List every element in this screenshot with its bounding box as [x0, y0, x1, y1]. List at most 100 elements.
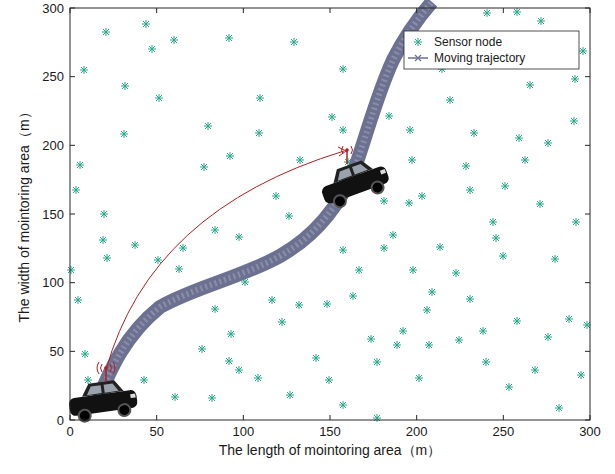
trajectory-markers	[97, 2, 432, 402]
sensor-node	[536, 200, 544, 208]
sensor-node	[140, 376, 148, 384]
sensor-node	[339, 401, 347, 409]
sensor-node	[80, 66, 88, 74]
sensor-node	[571, 75, 579, 83]
sensor-node	[254, 374, 262, 382]
sensor-node	[296, 156, 304, 164]
sensor-node	[286, 391, 294, 399]
sensor-node	[415, 374, 423, 382]
sensor-node	[565, 315, 573, 323]
x-tick-label: 100	[232, 425, 254, 438]
sensor-node	[555, 404, 563, 412]
sensor-node	[470, 129, 478, 137]
sensor-node	[544, 333, 552, 341]
sensor-node	[515, 134, 523, 142]
sensor-node	[428, 288, 436, 296]
sensor-node	[312, 354, 320, 362]
sensor-node	[482, 358, 490, 366]
sensor-node	[579, 47, 587, 55]
sensor-node	[452, 269, 460, 277]
sensor-node	[544, 139, 552, 147]
sensor-node	[84, 376, 92, 384]
x-tick-label: 250	[492, 425, 514, 438]
y-tick-label: 250	[42, 70, 64, 83]
sensor-node	[323, 300, 331, 308]
sensor-node	[208, 394, 216, 402]
sensor-node	[170, 36, 178, 44]
sensor-node	[67, 266, 75, 274]
sensor-node	[81, 350, 89, 358]
sensor-node	[225, 34, 233, 42]
car-icon	[67, 377, 139, 423]
legend-label: Sensor node	[434, 36, 502, 48]
sensor-node	[380, 244, 388, 252]
sensor-node	[225, 357, 233, 365]
sensor-node	[179, 244, 187, 252]
sensor-node	[367, 335, 375, 343]
sensor-node	[148, 45, 156, 53]
sensor-node	[226, 152, 234, 160]
sensor-node	[349, 292, 357, 300]
sensor-node	[290, 38, 298, 46]
sensor-node	[74, 296, 82, 304]
axis-title: The length of mointoring area（m）	[219, 443, 442, 457]
sensor-node	[531, 366, 539, 374]
sensor-node	[121, 82, 129, 90]
sensor-node	[446, 96, 454, 104]
y-tick-label: 200	[42, 139, 64, 152]
sensor-node	[272, 192, 280, 200]
sensor-node	[373, 358, 381, 366]
sensor-node	[572, 218, 580, 226]
sensor-node	[373, 414, 381, 422]
sensor-node	[436, 243, 444, 251]
sensor-node	[406, 126, 414, 134]
sensor-node	[99, 236, 107, 244]
sensor-node	[355, 266, 363, 274]
antenna-icon	[342, 146, 353, 164]
sensor-node	[526, 81, 534, 89]
sensor-node	[295, 301, 303, 309]
plot-frame	[70, 8, 590, 420]
sensor-node	[505, 383, 513, 391]
x-tick-label: 50	[149, 425, 163, 438]
sensor-node	[418, 192, 426, 200]
sensor-node	[256, 94, 264, 102]
antenna-icon	[97, 362, 115, 382]
y-tick-label: 150	[42, 208, 64, 221]
sensor-node	[423, 306, 431, 314]
y-tick-label: 300	[42, 2, 64, 15]
sensor-node	[103, 254, 111, 262]
legend-box	[404, 31, 579, 69]
sensor-node	[499, 252, 507, 260]
sensor-node	[102, 28, 110, 36]
sensor-node	[409, 266, 417, 274]
x-tick-label: 200	[406, 425, 428, 438]
sensor-node	[399, 327, 407, 335]
sensor-node	[513, 317, 521, 325]
signal-arc	[106, 151, 344, 370]
sensor-node	[72, 186, 80, 194]
sensor-node	[479, 327, 487, 335]
axis-ticks	[70, 8, 590, 420]
y-tick-label: 50	[50, 345, 64, 358]
y-tick-label: 100	[42, 276, 64, 289]
sensor-node	[393, 341, 401, 349]
sensor-node	[466, 186, 474, 194]
sensor-node	[389, 231, 397, 239]
x-tick-label: 0	[66, 425, 73, 438]
sensor-node	[131, 241, 139, 249]
sensor-node	[408, 156, 416, 164]
x-tick-label: 300	[579, 425, 601, 438]
sensor-node	[425, 341, 433, 349]
y-tick-label: 0	[57, 414, 64, 427]
sensor-node	[537, 17, 545, 25]
sensor-node	[198, 345, 206, 353]
sensor-node	[325, 376, 333, 384]
legend-label: Moving trajectory	[434, 52, 525, 64]
sensor-node	[483, 9, 491, 17]
sensor-node	[200, 163, 208, 171]
sensor-node	[570, 117, 578, 125]
legend-star	[414, 38, 422, 46]
